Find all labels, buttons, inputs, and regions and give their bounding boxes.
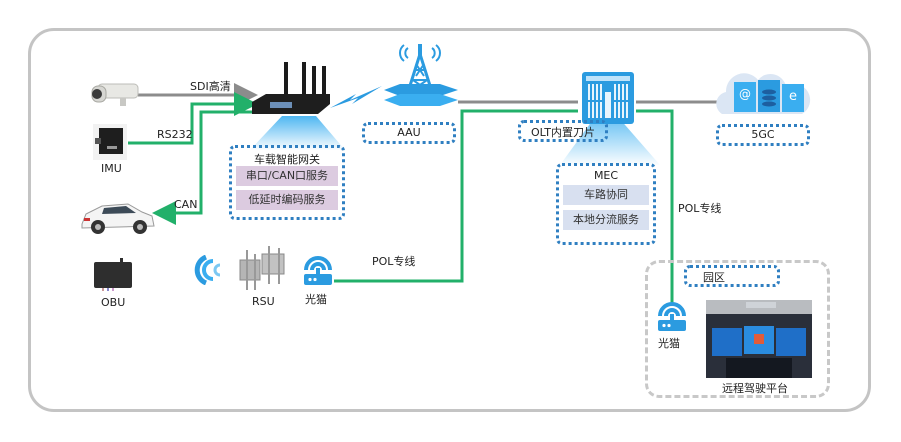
5gc-box [716,124,810,146]
park-label: 园区 [703,271,725,284]
gateway-box [229,145,345,220]
wireless-link [330,86,382,108]
mec-box [556,163,656,245]
cloud-servers-icon: @ e [712,68,812,120]
can-link-label: CAN [174,198,198,211]
5gc-label: 5GC [751,128,775,141]
rsu-icon [238,246,288,292]
aau-box [362,122,456,144]
park-area [645,260,830,398]
diagram-frame [28,28,871,412]
svg-text:e: e [789,89,797,104]
rsu-label: RSU [252,295,275,308]
olt-box [518,120,608,142]
gateway-service: 低延时编码服务 [236,190,338,210]
modem-right-label: 光猫 [658,337,680,350]
olt-label: OLT内置刀片 [531,126,595,139]
rs232-link [128,92,258,145]
obu-device-icon [94,258,132,292]
modem-icon [302,254,334,286]
pol-left-label: POL专线 [372,255,416,268]
aau-label: AAU [397,126,421,139]
gateway-service: 串口/CAN口服务 [236,166,338,186]
imu-sensor-icon [93,124,127,160]
pol-left-link [334,109,578,283]
park-box [684,265,780,287]
mec-cone [560,110,660,165]
mec-service: 本地分流服务 [563,210,649,230]
remote-driving-photo [706,300,812,378]
cell-tower-icon [378,40,462,112]
svg-text:@: @ [739,87,751,101]
mec-service: 车路协同 [563,185,649,205]
pol-right-label: POL专线 [678,202,722,215]
platform-label: 远程驾驶平台 [722,382,788,395]
modem-left-label: 光猫 [305,293,327,306]
car-icon [76,194,158,238]
olt-server-icon [580,72,636,124]
obu-label: OBU [101,296,126,309]
camera-icon [84,80,140,108]
gateway-cone [250,116,345,150]
can-link [152,110,253,225]
imu-label: IMU [101,162,122,175]
modem-icon [656,300,688,332]
wireless-signal-icon [192,254,226,286]
pol-right-link [636,109,674,305]
gateway-title: 车载智能网关 [254,153,320,166]
sdi-link-label: SDI高清 [190,80,231,93]
rs232-link-label: RS232 [157,128,193,141]
router-gateway-icon [252,60,332,118]
mec-title: MEC [593,169,619,182]
